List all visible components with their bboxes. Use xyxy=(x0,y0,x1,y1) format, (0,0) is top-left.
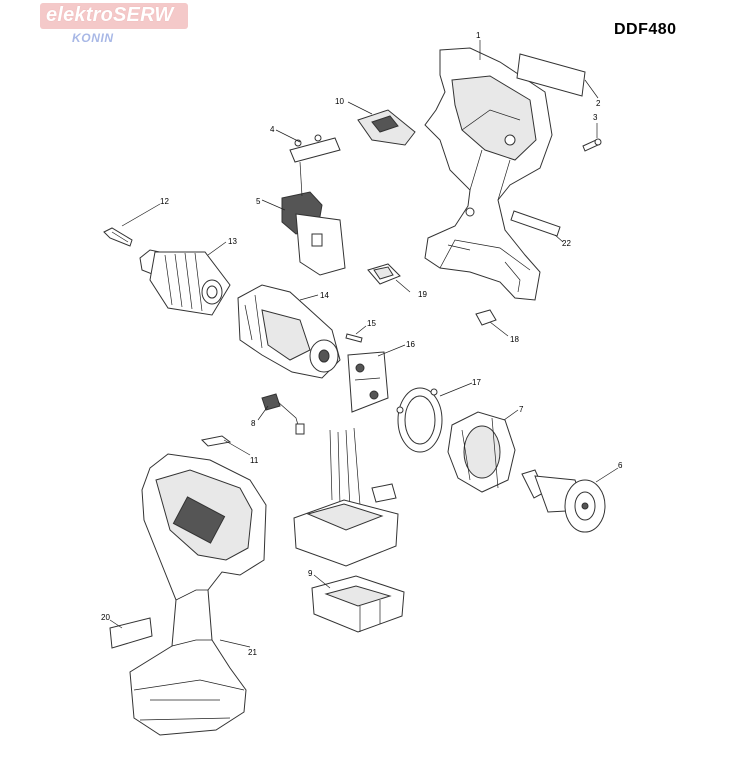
model-number: DDF480 xyxy=(614,21,677,38)
callout-21: 21 xyxy=(248,648,257,657)
part-7-stator xyxy=(447,411,516,493)
callout-12: 12 xyxy=(160,197,169,206)
callout-17: 17 xyxy=(472,378,481,387)
callout-13: 13 xyxy=(228,237,237,246)
callout-20: 20 xyxy=(101,613,110,622)
callout-22: 22 xyxy=(562,239,571,248)
part-4-lever xyxy=(289,134,341,163)
elektroserw-logo: elektroSERW xyxy=(40,3,188,29)
leader-lines xyxy=(109,40,619,648)
part-16-plate xyxy=(347,351,389,413)
callout-4: 4 xyxy=(270,125,275,134)
part-19-pad xyxy=(367,263,401,285)
part-13-chuck xyxy=(139,249,231,316)
part-10-slider xyxy=(357,109,416,146)
part-21-housing xyxy=(129,453,267,736)
callout-7: 7 xyxy=(519,405,524,414)
part-15-pin xyxy=(345,333,363,343)
callout-6: 6 xyxy=(618,461,623,470)
callout-15: 15 xyxy=(367,319,376,328)
callout-18: 18 xyxy=(510,335,519,344)
callout-14: 14 xyxy=(320,291,329,300)
part-8-terminal xyxy=(261,393,305,435)
part-1-housing xyxy=(424,47,553,301)
part-18-clip xyxy=(475,309,497,326)
part-17-ring xyxy=(396,387,443,453)
part-3-screw xyxy=(582,138,602,152)
part-14-gearbox xyxy=(237,284,341,379)
callout-labels: 1 2 3 4 5 6 7 8 9 10 11 12 13 14 15 16 1… xyxy=(101,31,623,657)
callout-5: 5 xyxy=(256,197,261,206)
part-20-label xyxy=(109,617,153,649)
part-5-switch xyxy=(281,191,346,276)
callout-16: 16 xyxy=(406,340,415,349)
callout-8: 8 xyxy=(251,419,256,428)
part-11-sheet xyxy=(200,435,232,447)
part-22-label xyxy=(510,210,561,237)
part-9-controller xyxy=(293,427,405,633)
part-6-rotor xyxy=(521,469,606,533)
callout-3: 3 xyxy=(593,113,598,122)
part-2-label xyxy=(516,53,586,97)
callout-10: 10 xyxy=(335,97,344,106)
logo-text: elektroSERW xyxy=(46,4,174,26)
part-12-bolt xyxy=(103,227,133,247)
callout-9: 9 xyxy=(308,569,313,578)
logo-subtext: KONIN xyxy=(72,31,114,45)
callout-11: 11 xyxy=(250,456,259,465)
callout-1: 1 xyxy=(476,31,481,40)
callout-19: 19 xyxy=(418,290,427,299)
callout-2: 2 xyxy=(596,99,601,108)
